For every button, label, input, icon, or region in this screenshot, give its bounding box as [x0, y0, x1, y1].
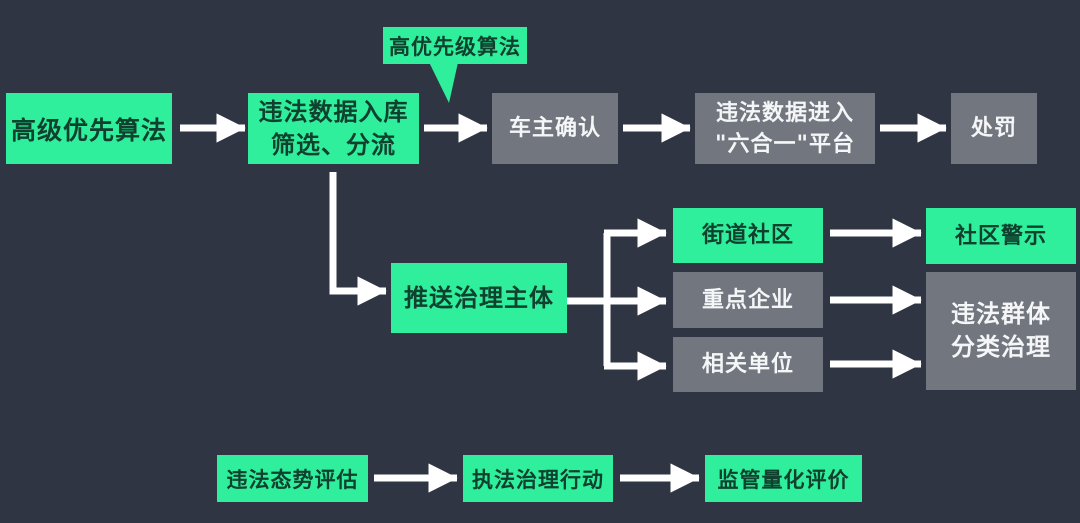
node-illegal-data-entry-screening: 违法数据入库 筛选、分流 [248, 93, 419, 164]
node-label-line2: "六合一"平台 [715, 131, 855, 157]
node-label-line2: 筛选、分流 [271, 130, 396, 159]
node-label: 处罚 [970, 116, 1017, 141]
node-push-governance-subject: 推送治理主体 [391, 263, 567, 333]
node-enforcement-governance-action: 执法治理行动 [463, 455, 613, 502]
callout-tail [427, 58, 459, 103]
node-label-line1: 违法群体 [951, 300, 1051, 328]
node-label: 车主确认 [508, 116, 601, 141]
node-label: 推送治理主体 [404, 283, 554, 312]
node-label: 高级优先算法 [10, 115, 167, 145]
node-illegal-group-classified-governance: 违法群体 分类治理 [926, 272, 1076, 390]
node-key-enterprises: 重点企业 [673, 272, 823, 328]
node-label: 违法态势评估 [226, 467, 359, 492]
node-label-line2: 分类治理 [951, 333, 1051, 361]
callout-high-priority-algorithm: 高优先级算法 [383, 27, 527, 64]
node-label: 社区警示 [954, 223, 1047, 249]
node-label: 执法治理行动 [472, 467, 604, 492]
node-label: 重点企业 [701, 287, 794, 313]
connector-dataentry-to-pushsubject [329, 172, 387, 306]
node-community-warning: 社区警示 [926, 208, 1076, 264]
node-street-community: 街道社区 [673, 208, 823, 263]
node-label-line1: 违法数据进入 [715, 100, 854, 126]
callout-label: 高优先级算法 [389, 34, 521, 59]
node-punishment: 处罚 [951, 93, 1037, 164]
node-owner-confirmation: 车主确认 [492, 93, 618, 164]
node-label-line1: 违法数据入库 [258, 97, 409, 126]
node-label: 街道社区 [701, 223, 794, 248]
node-label: 相关单位 [701, 352, 794, 377]
node-regulatory-quantitative-evaluation: 监管量化评价 [705, 455, 862, 502]
node-advanced-priority-algorithm: 高级优先算法 [6, 93, 172, 164]
node-label: 监管量化评价 [717, 467, 850, 492]
node-data-into-six-in-one-platform: 违法数据进入 "六合一"平台 [695, 93, 875, 164]
node-related-units: 相关单位 [673, 337, 823, 392]
node-illegal-situation-assessment: 违法态势评估 [217, 455, 368, 502]
